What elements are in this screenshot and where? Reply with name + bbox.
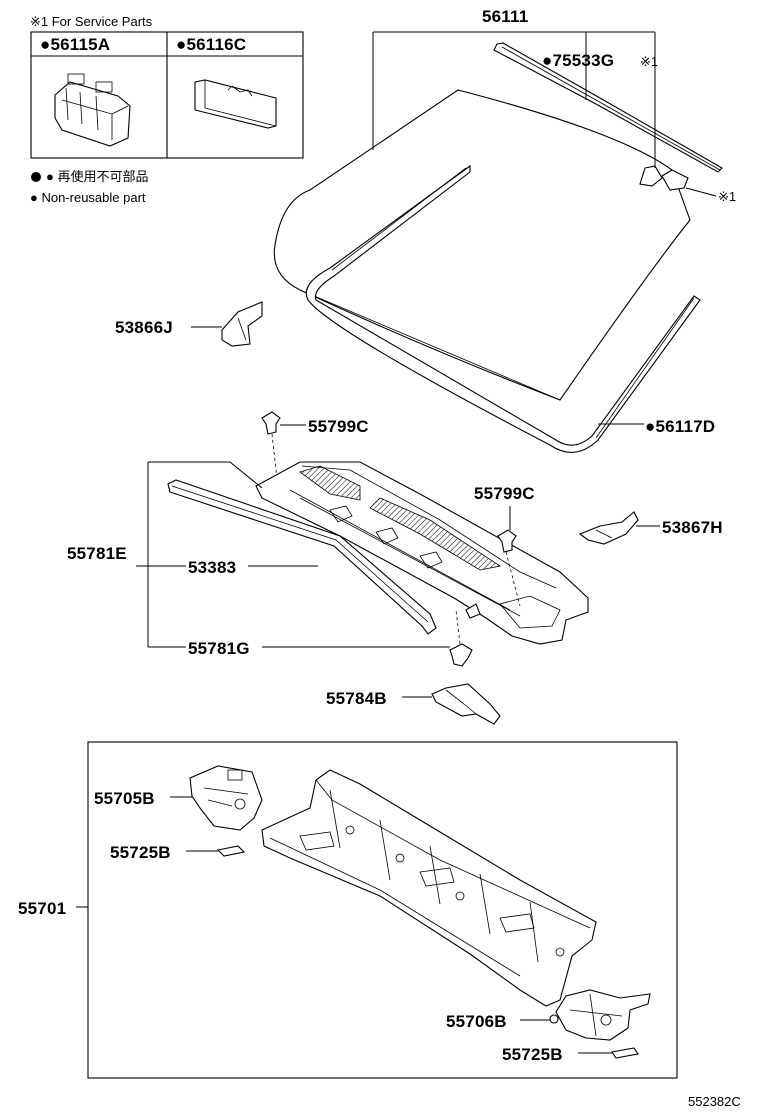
label-55781E: 55781E <box>67 544 127 563</box>
seal-53383-drawing <box>167 479 437 635</box>
label-56111: 56111 <box>482 7 528 26</box>
clip-55799C-upper <box>261 411 281 435</box>
legend-note-en: ● Non-reusable part <box>30 190 146 205</box>
label-55799C-b: 55799C <box>474 484 535 503</box>
bracket-53866J-drawing <box>221 301 263 347</box>
bracket-53867H-drawing <box>578 511 639 545</box>
label-55799C-a: 55799C <box>308 417 369 436</box>
clip-55799C-lower <box>497 529 517 553</box>
label-55706B: 55706B <box>446 1012 507 1031</box>
label-53866J: 53866J <box>115 318 173 337</box>
label-53867H: 53867H <box>662 518 723 537</box>
legend-col2-label: ●56116C <box>176 35 246 54</box>
pad-55725B-upper <box>216 845 246 857</box>
label-55781G: 55781G <box>188 639 250 658</box>
bracket-55705B-drawing <box>189 765 263 831</box>
bullet-icon <box>31 172 41 182</box>
mark-service-1b: ※1 <box>718 189 736 204</box>
figure-id: 552382C <box>688 1094 741 1109</box>
molding-75533G-drawing <box>493 42 723 191</box>
legend-header: ※1 For Service Parts <box>30 14 153 29</box>
label-75533G: ●75533G <box>542 51 614 70</box>
cowl-panel-55701-drawing <box>261 769 597 1007</box>
label-56117D: ●56117D <box>645 417 715 436</box>
leader-56111: 56111 <box>372 7 656 168</box>
molding-56117D-drawing <box>305 164 701 453</box>
mark-service-1a: ※1 <box>640 54 658 69</box>
cowl-panel-assembly-box <box>87 741 678 1079</box>
label-53383: 53383 <box>188 558 236 577</box>
clip-55781G-drawing <box>449 643 473 667</box>
legend-note-jp: ● 再使用不可部品 <box>46 169 148 184</box>
label-55705B: 55705B <box>94 789 155 808</box>
pad-55725B-lower <box>611 1047 639 1059</box>
bracket-55784B-drawing <box>431 683 501 725</box>
label-55784B: 55784B <box>326 689 387 708</box>
label-55725B-b: 55725B <box>502 1045 563 1064</box>
leader-55781E <box>147 461 263 648</box>
label-55701: 55701 <box>18 899 66 918</box>
windshield-glass-drawing <box>273 89 691 401</box>
tape-56116C-drawing <box>194 79 277 129</box>
clip-56115A-drawing <box>54 73 131 147</box>
bracket-55706B-drawing <box>549 989 651 1041</box>
cowl-top-panel-drawing <box>255 461 589 645</box>
legend-col1-label: ●56115A <box>40 35 110 54</box>
service-parts-legend: ※1 For Service Parts ●56115A ●56116C ● 再… <box>30 14 304 205</box>
label-55725B-a: 55725B <box>110 843 171 862</box>
